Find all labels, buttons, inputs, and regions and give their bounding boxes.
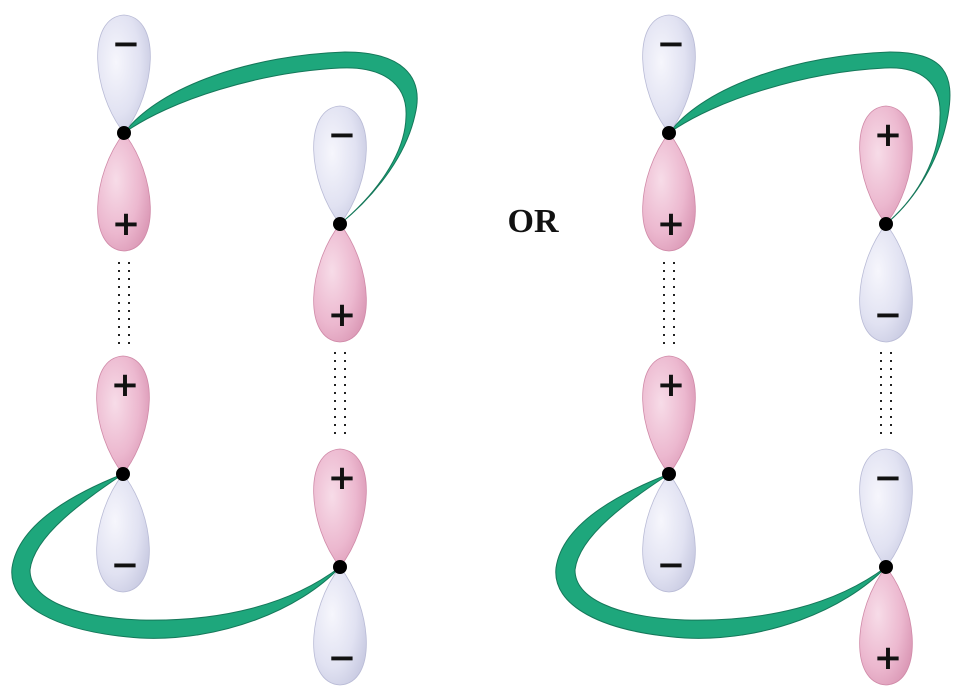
or-label: OR (508, 203, 559, 240)
sign-lower: + (112, 204, 141, 244)
sign-upper: + (874, 115, 903, 155)
lobe-lower-negative (642, 473, 696, 593)
lobe-upper-negative (859, 448, 913, 568)
lobe-upper-positive (313, 448, 367, 568)
sign-upper: − (112, 24, 141, 64)
sign-upper: − (874, 458, 903, 498)
nucleus-dot (333, 560, 347, 574)
lobe-lower-positive (642, 132, 696, 252)
orbital-right-a: −+ (642, 14, 696, 252)
lobe-upper-negative (642, 14, 696, 134)
lobe-lower-negative (859, 223, 913, 343)
sign-upper: + (657, 365, 686, 405)
sign-lower: − (657, 545, 686, 585)
nucleus-dot (116, 467, 130, 481)
sign-lower: − (874, 295, 903, 335)
nucleus-dot (662, 126, 676, 140)
nucleus-dot (333, 217, 347, 231)
ribbon-left-bottom (11, 473, 341, 639)
sign-lower: + (657, 204, 686, 244)
sign-lower: + (874, 638, 903, 678)
lobe-upper-negative (313, 105, 367, 225)
nucleus-dot (662, 467, 676, 481)
lobe-lower-positive (859, 566, 913, 686)
lobe-lower-positive (313, 223, 367, 343)
ribbon-right-bottom (555, 473, 887, 639)
lobe-lower-negative (313, 566, 367, 686)
nucleus-dot (879, 560, 893, 574)
sign-lower: + (328, 295, 357, 335)
lobe-lower-positive (97, 132, 151, 252)
sign-lower: − (328, 638, 357, 678)
orbital-left-a: −+ (97, 14, 151, 252)
orbital-right-b: +− (859, 105, 913, 343)
nucleus-dot (117, 126, 131, 140)
sign-lower: − (111, 545, 140, 585)
sign-upper: + (328, 458, 357, 498)
dotted-bond-layer (118, 262, 892, 440)
nucleus-dot (879, 217, 893, 231)
ribbon-left-top (123, 51, 418, 225)
sign-upper: − (657, 24, 686, 64)
orbital-left-b: −+ (313, 105, 367, 343)
lobe-upper-negative (97, 14, 151, 134)
lobe-upper-positive (859, 105, 913, 225)
lobe-lower-negative (96, 473, 150, 593)
lobe-upper-positive (96, 355, 150, 475)
sign-upper: − (328, 115, 357, 155)
orbital-right-d: −+ (859, 448, 913, 686)
lobe-upper-positive (642, 355, 696, 475)
orbital-right-c: +− (642, 355, 696, 593)
sign-upper: + (111, 365, 140, 405)
ribbon-layer (11, 51, 951, 639)
orbital-left-d: +− (313, 448, 367, 686)
orbital-layer: −+−++−+−−++−+−−+ (96, 14, 913, 686)
orbital-left-c: +− (96, 355, 150, 593)
